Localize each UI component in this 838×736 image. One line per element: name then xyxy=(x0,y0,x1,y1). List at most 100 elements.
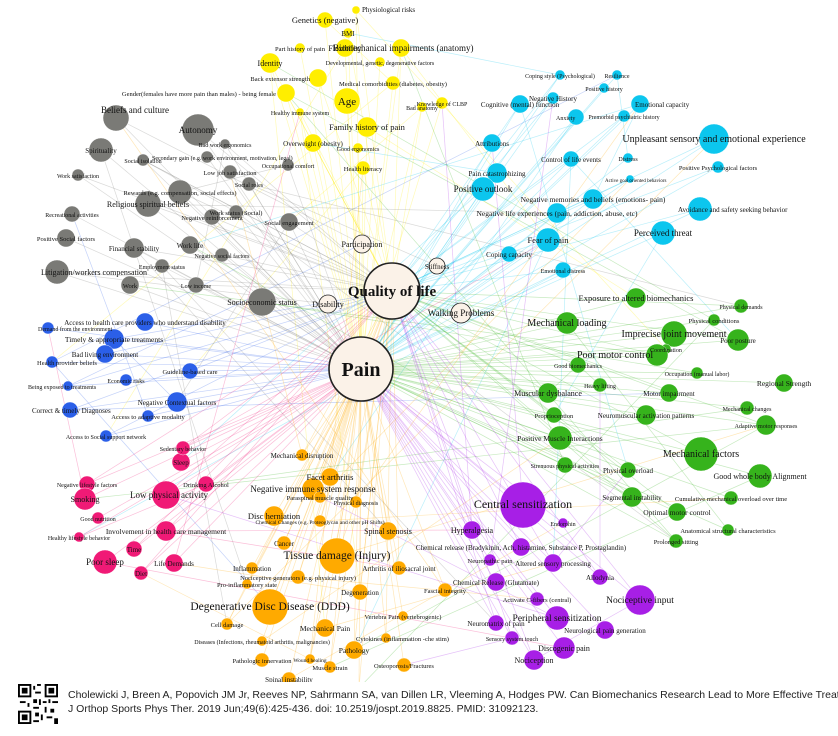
edge xyxy=(165,494,558,619)
node-financial-stability xyxy=(123,237,145,259)
edge xyxy=(165,368,362,496)
label-employment-status: Employment status xyxy=(139,265,186,271)
edge xyxy=(261,437,561,642)
edge xyxy=(360,368,497,583)
label-heavy-lifting: Heavy lifting xyxy=(584,383,616,390)
edge xyxy=(391,290,579,366)
label-low-income: Low income xyxy=(181,284,211,290)
node-work-life xyxy=(180,235,200,255)
node-adaptive-motor-responses xyxy=(755,414,777,436)
node-optimal-motor-control xyxy=(667,502,687,522)
label-health-literacy: Health literacy xyxy=(344,166,383,173)
label-family-history-of-pain: Family history of pain xyxy=(329,122,406,132)
label-premorbid-psychiatric-history: Premorbid psychiatric history xyxy=(588,115,659,121)
label-bad-living-environment: Bad living environment xyxy=(72,351,139,359)
edge xyxy=(400,47,549,241)
node-discogenic-pain xyxy=(552,636,576,660)
label-nociceptive-generators-e-g-physical-injury: Nociceptive generators (e.g. physical in… xyxy=(240,575,356,582)
edge xyxy=(391,290,658,356)
label-facet-arthritis: Facet arthritis xyxy=(307,472,354,482)
label-part-history-of-pain: Part history of pain xyxy=(275,46,326,53)
node-occupational-comfort xyxy=(281,158,295,172)
label-chemical-release-glutamate: Chemical Release (Glutamate) xyxy=(453,579,540,587)
node-nociceptive-input xyxy=(624,584,656,616)
edge xyxy=(206,156,362,370)
label-positive-social-factors: Positive Social factors xyxy=(37,236,96,243)
node-anatomical-structural-characteristics xyxy=(721,523,735,537)
label-litigation-workers-compensation: Litigation/workers compensation xyxy=(41,268,147,277)
edge xyxy=(248,183,362,370)
node-good-biomechanics xyxy=(569,356,587,374)
label-chemical-release-bradykinin-ach-histamine-substa: Chemical release (Bradykinin, Ach, hista… xyxy=(416,544,627,552)
edge xyxy=(360,368,629,471)
edge xyxy=(77,174,362,370)
edge xyxy=(360,348,667,370)
edge xyxy=(391,290,629,471)
edge xyxy=(360,82,394,370)
label-negative-reinforcement: Negative reinforcement xyxy=(181,215,243,222)
node-identity xyxy=(259,52,281,74)
label-financial-stability: Financial stability xyxy=(109,245,160,253)
label-stiffness: Stiffness xyxy=(425,263,450,271)
node-sensory-system-touch xyxy=(504,630,520,646)
edge xyxy=(360,368,554,564)
edge xyxy=(312,142,498,174)
node-spirituality xyxy=(88,137,114,163)
edge xyxy=(360,74,561,370)
edge xyxy=(269,62,326,629)
edge xyxy=(353,239,549,651)
label-physical-conditions: Physical conditions xyxy=(689,318,740,325)
edge xyxy=(360,364,579,370)
node-attributions xyxy=(482,133,502,153)
edge xyxy=(129,284,658,356)
node-central-sensitization xyxy=(499,481,547,529)
label-bad-work-ergonomics: Bad work ergonomics xyxy=(199,143,253,149)
edge xyxy=(140,368,362,574)
edge xyxy=(65,237,362,370)
edge xyxy=(299,111,361,593)
node-poor-posture xyxy=(726,328,750,352)
label-hyperalgesia: Hyperalgesia xyxy=(451,526,494,535)
label-discogenic-pain: Discogenic pain xyxy=(538,644,590,653)
citation-line-1: Cholewicki J, Breen A, Popovich JM Jr, R… xyxy=(68,689,838,701)
node-segmental-instability xyxy=(621,486,643,508)
edge xyxy=(360,368,767,426)
node-part-history-of-pain xyxy=(294,42,306,54)
edge xyxy=(197,129,393,292)
edge xyxy=(491,142,524,506)
edge xyxy=(353,368,362,651)
label-degeneration: Degeneration xyxy=(341,589,379,597)
edge xyxy=(391,158,572,292)
label-diseases-infections-rheumatoid-arthritis-maligna: Diseases (Infections, rheumatoid arthrit… xyxy=(194,639,330,646)
edge xyxy=(360,368,606,631)
label-exposure-to-altered-biomechanics: Exposure to altered biomechanics xyxy=(579,293,694,303)
label-good-whole-body-alignment: Good whole body Alignment xyxy=(713,472,807,481)
label-timely-appropriate-treatments: Timely & appropriate treatments xyxy=(65,335,163,344)
node-endorphin xyxy=(557,517,569,529)
label-anatomical-structural-characteristics: Anatomical structural characteristics xyxy=(680,528,776,535)
label-spinal-stenosis: Spinal stenosis xyxy=(364,527,412,536)
node-physical-overload xyxy=(619,461,637,479)
node-mechanical-loading xyxy=(555,311,579,335)
edge xyxy=(360,157,629,370)
node-mechanical-pain xyxy=(315,618,335,638)
node-work-status-social xyxy=(228,204,244,220)
label-spinal-instability: Spinal instability xyxy=(265,676,313,682)
edge xyxy=(165,368,362,532)
label-nociception: Nociception xyxy=(514,656,553,665)
label-negative-social-factors: Negative social factors xyxy=(195,253,251,260)
label-allodynia: Allodynia xyxy=(586,574,615,582)
node-rewards-e-g-compensation-social-effects xyxy=(167,179,193,205)
label-work-life: Work life xyxy=(177,242,203,250)
node-control-of-life-events xyxy=(562,150,580,168)
label-disc-herniation: Disc herniation xyxy=(248,511,301,521)
label-negative-lifestyle-factors: Negative lifestyle factors xyxy=(57,482,118,489)
node-secondary-gain-e-g-work-environment-motivation-l xyxy=(200,150,214,164)
label-cell-damage: Cell damage xyxy=(211,622,244,629)
edge xyxy=(360,97,554,370)
edge xyxy=(360,368,566,466)
label-pathologic-innervation: Pathologic innervation xyxy=(232,658,292,665)
label-healthy-immune-system: Healthy immune system xyxy=(271,111,330,117)
label-social-isolation: Social isolation xyxy=(124,159,161,165)
node-family-history-of-pain xyxy=(356,116,378,138)
